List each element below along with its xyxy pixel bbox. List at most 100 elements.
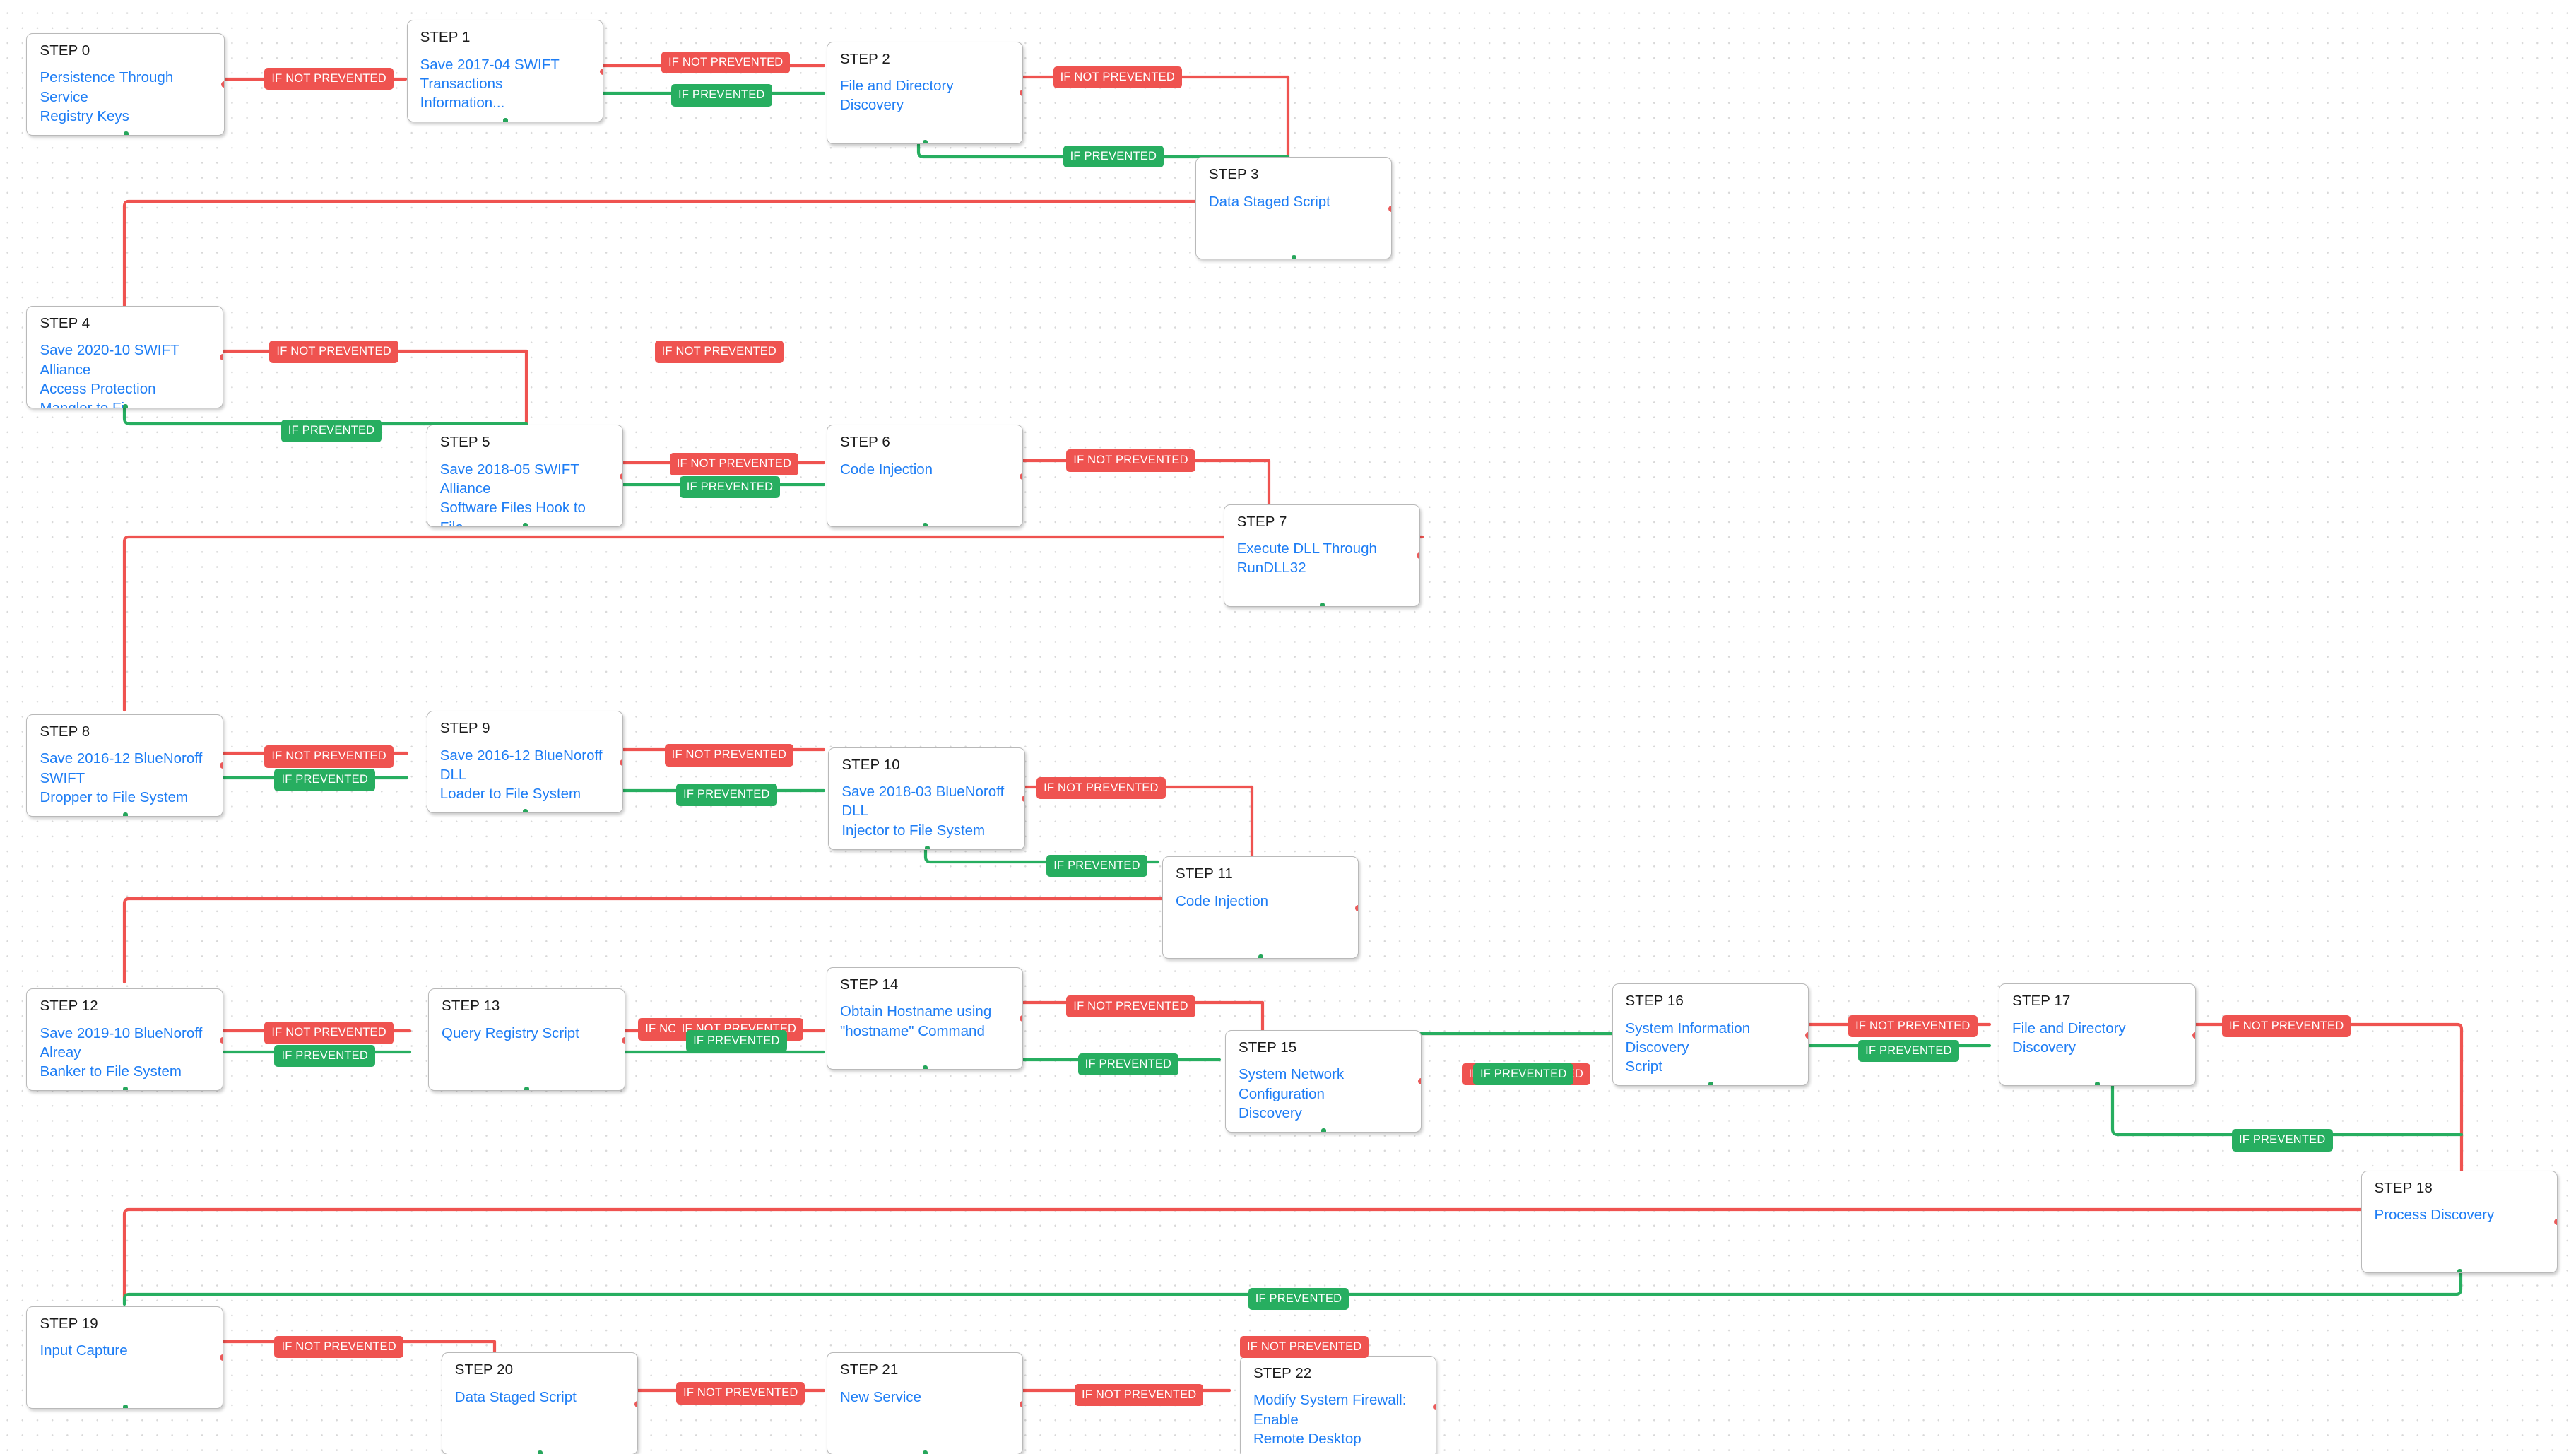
- node-output-port-icon[interactable]: [600, 68, 603, 75]
- node-bottom-port-icon[interactable]: [123, 131, 129, 135]
- node-bottom-port-icon[interactable]: [122, 812, 128, 816]
- node-bottom-port-icon[interactable]: [923, 1065, 928, 1069]
- edge-label-e21-22b[interactable]: IF NOT PREVENTED: [1240, 1335, 1369, 1359]
- node-output-port-icon[interactable]: [221, 81, 225, 88]
- node-output-port-icon[interactable]: [219, 1354, 223, 1361]
- node-output-port-icon[interactable]: [1388, 205, 1392, 212]
- edge-label-e20-21[interactable]: IF NOT PREVENTED: [676, 1382, 805, 1405]
- node-output-port-icon[interactable]: [1020, 1015, 1023, 1022]
- node-output-port-icon[interactable]: [1355, 904, 1359, 911]
- node-bottom-port-icon[interactable]: [2457, 1268, 2462, 1272]
- edge-label-e1-2a[interactable]: IF NOT PREVENTED: [661, 51, 791, 74]
- node-output-port-icon[interactable]: [634, 1400, 638, 1407]
- node-bottom-port-icon[interactable]: [1258, 954, 1264, 959]
- edge-label-e5-6a[interactable]: IF NOT PREVENTED: [669, 453, 799, 475]
- node-output-port-icon[interactable]: [2553, 1219, 2557, 1226]
- edge-label-e9-10b[interactable]: IF PREVENTED: [676, 784, 777, 806]
- edge-label-e1-2b[interactable]: IF PREVENTED: [671, 84, 772, 107]
- edge-label-e6-7[interactable]: IF NOT PREVENTED: [1066, 449, 1195, 472]
- edge-label-e17-18a[interactable]: IF NOT PREVENTED: [2221, 1015, 2351, 1038]
- node-output-port-icon[interactable]: [1804, 1032, 1808, 1039]
- edge-label-e0-1[interactable]: IF NOT PREVENTED: [264, 67, 394, 90]
- edge-label-e2-3b[interactable]: IF PREVENTED: [1063, 145, 1164, 168]
- edge-label-e9-10a[interactable]: IF NOT PREVENTED: [664, 744, 794, 767]
- node-bottom-port-icon[interactable]: [122, 403, 128, 408]
- node-output-port-icon[interactable]: [1418, 1078, 1422, 1085]
- edge-label-e4-5a[interactable]: IF NOT PREVENTED: [269, 341, 398, 363]
- edge-label-e18-19[interactable]: IF PREVENTED: [1248, 1287, 1349, 1311]
- node-bottom-port-icon[interactable]: [122, 1087, 128, 1091]
- edge-label-e16-17a[interactable]: IF NOT PREVENTED: [1848, 1015, 1978, 1038]
- node-output-port-icon[interactable]: [1020, 90, 1023, 97]
- node-bottom-port-icon[interactable]: [2095, 1082, 2101, 1086]
- edge-label-e21-22a[interactable]: IF NOT PREVENTED: [1075, 1383, 1204, 1407]
- node-bottom-port-icon[interactable]: [924, 845, 930, 849]
- edge-label-e4-5b[interactable]: IF PREVENTED: [280, 420, 382, 442]
- node-bottom-port-icon[interactable]: [1321, 1128, 1327, 1132]
- node-output-port-icon[interactable]: [621, 1036, 625, 1044]
- node-bottom-port-icon[interactable]: [923, 523, 928, 527]
- node-output-port-icon[interactable]: [219, 354, 223, 361]
- node-output-port-icon[interactable]: [1417, 552, 1420, 560]
- node-bottom-port-icon[interactable]: [522, 523, 528, 527]
- edge-label-e10-11a[interactable]: IF NOT PREVENTED: [1036, 776, 1166, 800]
- edge-label-e19-20[interactable]: IF NOT PREVENTED: [274, 1335, 403, 1359]
- edge-label-e12-13a[interactable]: IF NOT PREVENTED: [264, 1022, 394, 1044]
- node-output-port-icon[interactable]: [219, 762, 223, 769]
- node-bottom-port-icon[interactable]: [537, 1450, 543, 1454]
- node-output-port-icon[interactable]: [1433, 1404, 1436, 1411]
- edge-label-e15-16b[interactable]: IF PREVENTED: [1472, 1063, 1574, 1086]
- node-output-port-icon[interactable]: [620, 473, 623, 480]
- node-bottom-port-icon[interactable]: [1319, 602, 1325, 606]
- edge-label-e8-9a[interactable]: IF NOT PREVENTED: [264, 745, 394, 768]
- node-bottom-port-icon[interactable]: [1292, 255, 1297, 259]
- node-bottom-port-icon[interactable]: [923, 1450, 928, 1454]
- node-output-port-icon[interactable]: [219, 1036, 223, 1044]
- edge-label-e4-orph[interactable]: IF NOT PREVENTED: [654, 341, 784, 363]
- node-bottom-port-icon[interactable]: [502, 118, 508, 122]
- node-output-port-icon[interactable]: [1021, 796, 1024, 803]
- edge-label-e14-15b[interactable]: IF PREVENTED: [1077, 1053, 1179, 1076]
- node-bottom-port-icon[interactable]: [1708, 1082, 1713, 1086]
- edge-label-e12-13b[interactable]: IF PREVENTED: [274, 1044, 375, 1068]
- node-bottom-port-icon[interactable]: [122, 1404, 128, 1408]
- node-output-port-icon[interactable]: [1020, 1400, 1023, 1407]
- edge-label-e5-6b[interactable]: IF PREVENTED: [679, 475, 781, 499]
- edge-label-e13-14b[interactable]: IF PREVENTED: [686, 1029, 787, 1053]
- edge-label-e17-18b[interactable]: IF PREVENTED: [2232, 1129, 2333, 1152]
- edge-label-e14-15a[interactable]: IF NOT PREVENTED: [1066, 995, 1195, 1018]
- node-bottom-port-icon[interactable]: [923, 139, 928, 143]
- edge-label-e10-11b[interactable]: IF PREVENTED: [1046, 854, 1147, 877]
- node-output-port-icon[interactable]: [620, 759, 623, 766]
- node-output-port-icon[interactable]: [1020, 473, 1023, 480]
- node-bottom-port-icon[interactable]: [524, 1087, 530, 1091]
- node-output-port-icon[interactable]: [2192, 1032, 2195, 1039]
- node-bottom-port-icon[interactable]: [522, 809, 528, 813]
- edge-label-e8-9b[interactable]: IF PREVENTED: [274, 769, 375, 791]
- edge-label-e2-3a[interactable]: IF NOT PREVENTED: [1053, 66, 1182, 89]
